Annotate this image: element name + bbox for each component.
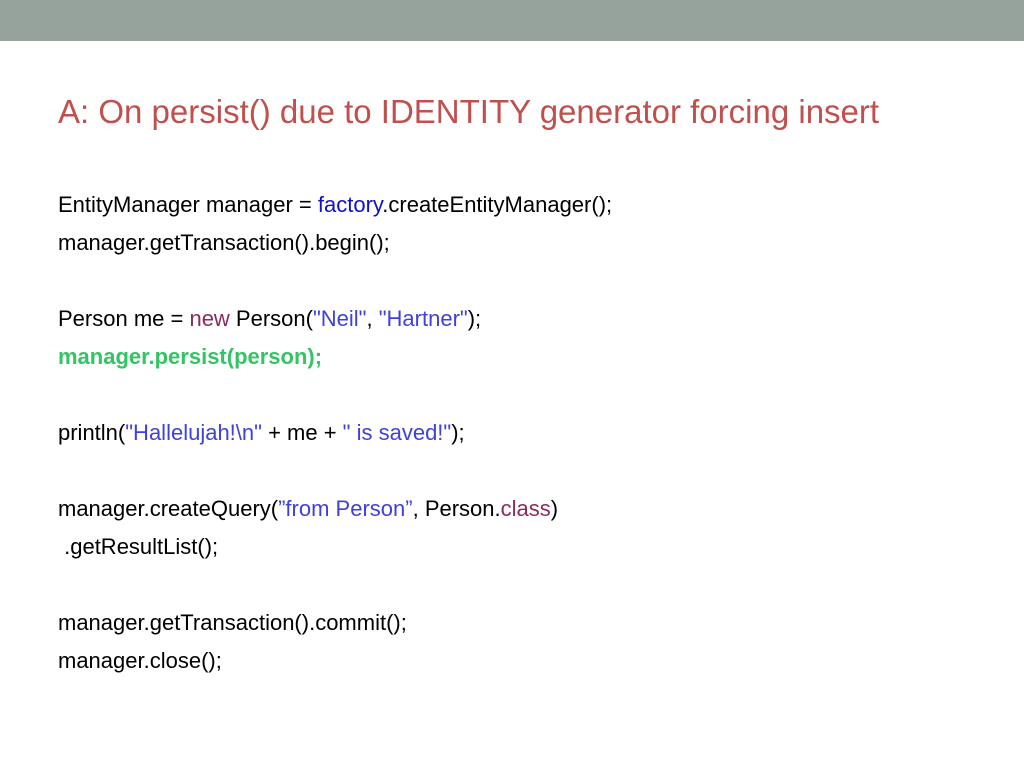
code-token-kw: class <box>500 496 551 521</box>
code-token-plain: Person me = <box>58 306 190 331</box>
code-line <box>58 262 958 300</box>
code-token-string: ”from Person” <box>278 496 413 521</box>
code-token-string: " is saved!" <box>342 420 452 445</box>
code-line: manager.persist(person); <box>58 338 958 376</box>
code-token-plain: manager.createQuery( <box>58 496 279 521</box>
code-token-string: "Hallelujah!\n" <box>125 420 262 445</box>
code-line <box>58 452 958 490</box>
code-line: manager.createQuery(”from Person”, Perso… <box>58 490 958 528</box>
code-token-plain: ); <box>467 306 482 331</box>
code-token-hl: manager.persist(person); <box>58 344 323 369</box>
code-token-plain: Person( <box>229 306 313 331</box>
code-line: manager.getTransaction().commit(); <box>58 604 958 642</box>
code-block: EntityManager manager = factory.createEn… <box>58 186 958 680</box>
code-token-plain: manager.getTransaction().begin(); <box>58 230 390 255</box>
code-line: manager.getTransaction().begin(); <box>58 224 958 262</box>
code-token-plain: println( <box>58 420 126 445</box>
code-token-plain: EntityManager manager = <box>58 192 318 217</box>
code-token-plain: .getResultList(); <box>58 534 219 559</box>
code-line: manager.close(); <box>58 642 958 680</box>
code-token-ident: factory <box>317 192 383 217</box>
code-token-plain: ); <box>451 420 465 445</box>
code-token-string: "Hartner" <box>378 306 468 331</box>
page-title: A: On persist() due to IDENTITY generato… <box>58 93 880 131</box>
code-token-plain: + me + <box>261 420 343 445</box>
code-line: Person me = new Person("Neil", "Hartner"… <box>58 300 958 338</box>
code-token-plain: ) <box>550 496 559 521</box>
code-line <box>58 566 958 604</box>
code-token-plain: .createEntityManager(); <box>382 192 613 217</box>
code-token-string: "Neil" <box>312 306 367 331</box>
slide-top-band <box>0 0 1024 41</box>
code-line: .getResultList(); <box>58 528 958 566</box>
code-token-plain: , <box>366 306 379 331</box>
code-line: println("Hallelujah!\n" + me + " is save… <box>58 414 958 452</box>
code-token-plain: , Person. <box>412 496 501 521</box>
code-token-plain: manager.close(); <box>58 648 222 673</box>
code-line <box>58 376 958 414</box>
code-token-kw: new <box>189 306 230 331</box>
code-line: EntityManager manager = factory.createEn… <box>58 186 958 224</box>
code-token-plain: manager.getTransaction().commit(); <box>58 610 407 635</box>
